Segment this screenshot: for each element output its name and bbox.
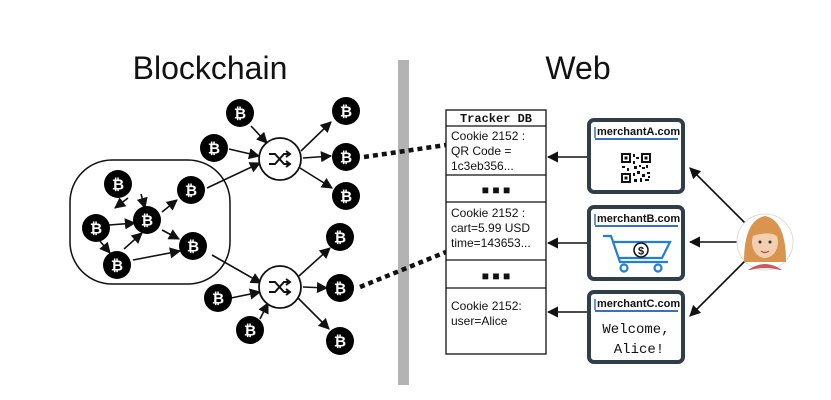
tracker-db: Tracker DB Cookie 2152 : QR Code = 1c3eb… [445,109,547,355]
db-entry-line: Cookie 2152 : [451,129,525,143]
svg-text:₿: ₿ [187,238,199,256]
svg-text:₿: ₿ [244,322,256,340]
bitcoin-nodes: ₿ ₿ ₿ ₿ ₿ ₿ ₿ ₿ ₿ ₿ ₿ ₿ ₿ ₿ ₿ ₿ [82,97,360,355]
svg-text:₿: ₿ [212,290,224,308]
db-entry-line: cart=5.99 USD [451,221,530,235]
svg-text:₿: ₿ [340,188,352,206]
db-entry-line: Cookie 2152: [451,299,522,313]
section-divider [398,60,409,385]
website-merchant-c: merchantC.com Welcome, Alice! [587,290,685,364]
svg-text:₿: ₿ [340,103,352,121]
svg-text:₿: ₿ [111,257,123,275]
svg-text:₿: ₿ [340,149,352,167]
tracker-db-title: Tracker DB [460,112,532,126]
db-separator: ■ ■ ■ [482,269,510,283]
bitcoin-icon: ₿ [133,206,161,234]
svg-text:₿: ₿ [185,182,197,200]
bitcoin-icon: ₿ [204,284,232,312]
svg-text:₿: ₿ [112,176,124,194]
shuffle-icon [269,150,292,168]
bitcoin-icon: ₿ [177,176,205,204]
db-entry-line: Cookie 2152 : [451,206,525,220]
db-entry-line: QR Code = [451,144,511,158]
bitcoin-icon: ₿ [326,274,354,302]
svg-text:₿: ₿ [334,229,346,247]
bitcoin-icon: ₿ [200,134,228,162]
site-url: merchantB.com [597,213,680,225]
price-coin-icon [633,242,649,258]
bitcoin-icon: ₿ [332,143,360,171]
svg-text:₿: ₿ [334,280,346,298]
website-merchant-a: merchantA.com [587,118,685,194]
bitcoin-icon: ₿ [326,327,354,355]
mixer-node [258,137,302,181]
bitcoin-icon: ₿ [103,251,131,279]
shopping-cart-icon [603,234,672,273]
bitcoin-icon: ₿ [332,97,360,125]
price-symbol: $ [638,246,644,258]
bitcoin-icon: ₿ [332,182,360,210]
db-entry-line: time=143653... [451,236,531,250]
bitcoin-icon: ₿ [104,170,132,198]
blockchain-heading: Blockchain [133,50,288,86]
welcome-line: Alice! [614,342,664,358]
wallet-cluster-outline [69,159,231,285]
bitcoin-icon: ₿ [326,223,354,251]
bitcoin-icon: ₿ [179,232,207,260]
bitcoin-icon: ₿ [236,316,264,344]
bitcoin-icon: ₿ [226,99,254,127]
linkage-dotted-lines [359,142,447,290]
shuffle-icon [269,278,292,296]
web-heading: Web [545,50,610,86]
welcome-line: Welcome, [602,322,669,338]
db-entry-line: 1c3eb356... [451,159,514,173]
site-url: merchantC.com [597,298,680,310]
db-entry-line: user=Alice [451,314,508,328]
transaction-edges [98,121,749,330]
user-avatar-icon [736,213,794,271]
svg-text:₿: ₿ [234,105,246,123]
website-merchant-b: merchantB.com $ [587,205,685,281]
svg-text:₿: ₿ [141,212,153,230]
svg-text:₿: ₿ [208,140,220,158]
db-separator: ■ ■ ■ [482,183,510,197]
mixer-node [258,265,302,309]
site-url: merchantA.com [597,126,680,138]
qr-code-icon [621,153,651,183]
svg-text:₿: ₿ [334,333,346,351]
svg-text:₿: ₿ [90,220,102,238]
bitcoin-icon: ₿ [82,214,110,242]
